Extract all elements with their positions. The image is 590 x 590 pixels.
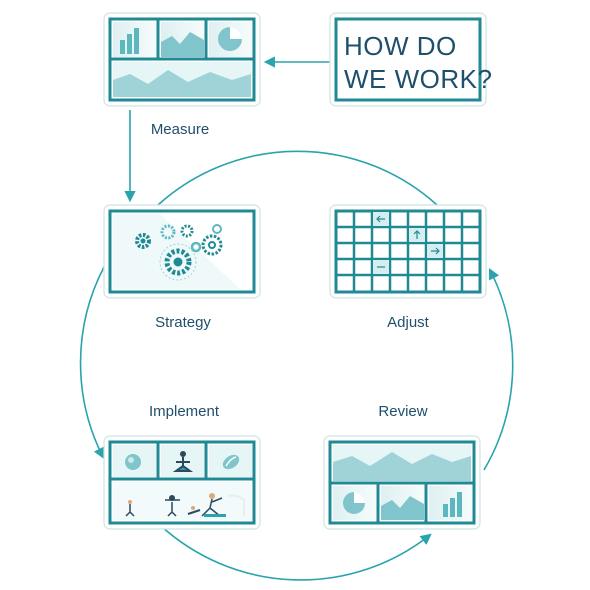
implement-card: [103, 435, 261, 530]
label-strategy: Strategy: [155, 314, 211, 331]
measure-card: [103, 12, 261, 107]
arc-adjust-to-strategy: [157, 150, 438, 206]
grid-arrows-icon: [336, 211, 480, 292]
area-chart-icon: [161, 22, 204, 57]
arc-strategy-to-implement: [79, 266, 105, 459]
review-card: [323, 435, 481, 530]
bar-chart-icon: [429, 486, 472, 520]
fitness-people-icon: [113, 445, 252, 520]
title-line-1: HOW DO: [344, 31, 457, 61]
wide-area-chart-icon: [113, 62, 251, 97]
title-line-2: WE WORK?: [344, 64, 492, 94]
label-implement: Implement: [149, 403, 220, 420]
strategy-card: [103, 204, 261, 299]
bar-chart-icon: [113, 22, 156, 57]
arc-review-to-adjust: [483, 268, 514, 471]
wide-area-chart-icon: [333, 445, 471, 481]
cycle-arrows: [79, 150, 514, 581]
pie-chart-icon: [333, 486, 376, 520]
title-card: HOW DO WE WORK?: [329, 12, 492, 107]
label-measure: Measure: [151, 121, 209, 138]
adjust-card: [329, 204, 487, 299]
label-adjust: Adjust: [387, 314, 430, 331]
gears-icon: [135, 224, 223, 281]
label-review: Review: [378, 403, 427, 420]
arc-implement-to-review: [159, 524, 432, 581]
pie-chart-icon: [209, 22, 252, 57]
area-chart-icon: [381, 486, 424, 520]
